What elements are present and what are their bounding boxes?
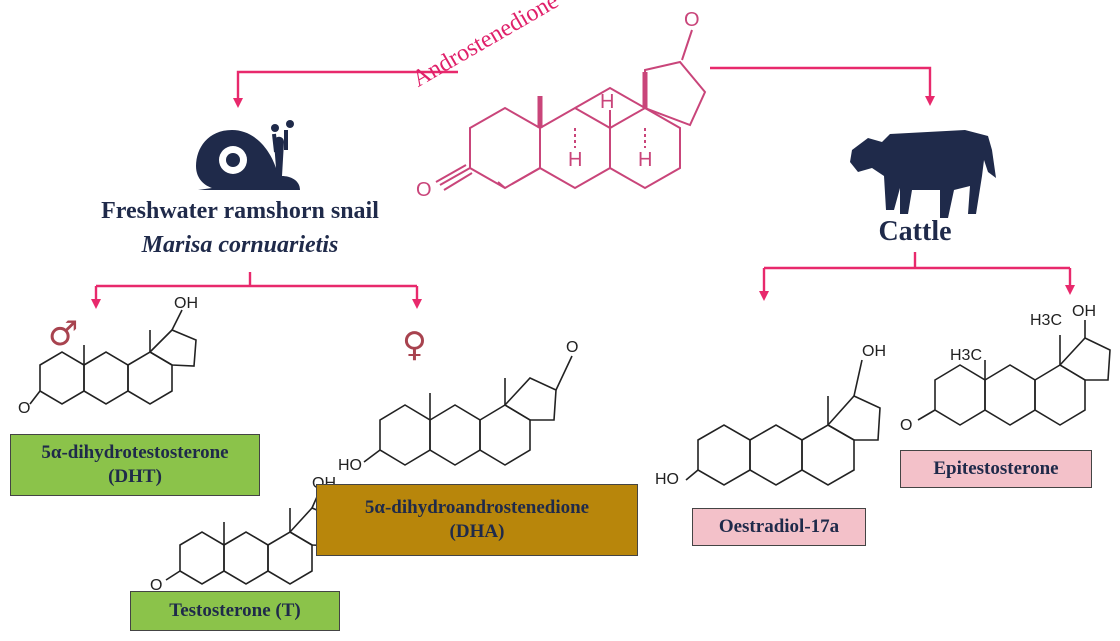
testosterone-oxygen: O [150,577,162,594]
dha-oxygen: O [566,339,578,356]
dht-structure [29,309,197,405]
dht-oxygen: O [18,400,30,417]
arrow-to-cattle [710,66,935,106]
dht-label-box: 5α-dihydrotestosterone (DHT) [10,434,260,496]
cattle-branch-connector [764,252,1070,270]
dht-label-line1: 5α-dihydrotestosterone [41,442,229,463]
snail-species: Marisa cornuarietis [141,232,339,258]
dha-label-box: 5α-dihydroandrostenedione (DHA) [316,484,638,556]
andro-oxygen-top: O [684,9,700,31]
andro-hydrogen-3: H [638,149,652,171]
dht-oh: OH [174,295,198,312]
snail-icon [196,120,300,190]
dha-label-line2: (DHA) [449,521,505,542]
epitestosterone-label: Epitestosterone [933,458,1059,479]
epitestosterone-label-box: Epitestosterone [900,450,1092,488]
testosterone-structure [165,489,337,585]
dha-ho: HO [338,457,362,474]
oestradiol-label-box: Oestradiol-17a [692,508,866,546]
arrow-to-snail [233,70,458,108]
testosterone-label-box: Testosterone (T) [130,591,340,631]
snail-title: Freshwater ramshorn snail [101,198,379,224]
epitestosterone-oh: OH [1072,303,1096,320]
cow-icon [850,130,996,218]
dht-label-line2: (DHT) [108,466,162,487]
oestradiol-label: Oestradiol-17a [718,516,840,537]
female-symbol-icon: ♀ [402,325,427,365]
epitestosterone-oxygen: O [900,417,912,434]
male-symbol-icon: ♂ [48,314,78,354]
oestradiol-oh: OH [862,343,886,360]
dha-structure [363,355,573,466]
andro-hydrogen-2: H [600,91,614,113]
dha-label-line1: 5α-dihydroandrostenedione [364,497,590,518]
andro-oxygen-left: O [416,179,432,201]
epitestosterone-h3c-1: H3C [1030,312,1062,329]
epitestosterone-h3c-2: H3C [950,347,982,364]
snail-branch-connector [96,272,417,288]
androstenedione-structure [435,29,707,191]
oestradiol-ho: HO [655,471,679,488]
epitestosterone-structure [917,320,1111,426]
andro-hydrogen-1: H [568,149,582,171]
testosterone-label: Testosterone (T) [169,600,301,621]
oestradiol-structure [685,359,881,486]
cattle-title: Cattle [878,216,952,247]
